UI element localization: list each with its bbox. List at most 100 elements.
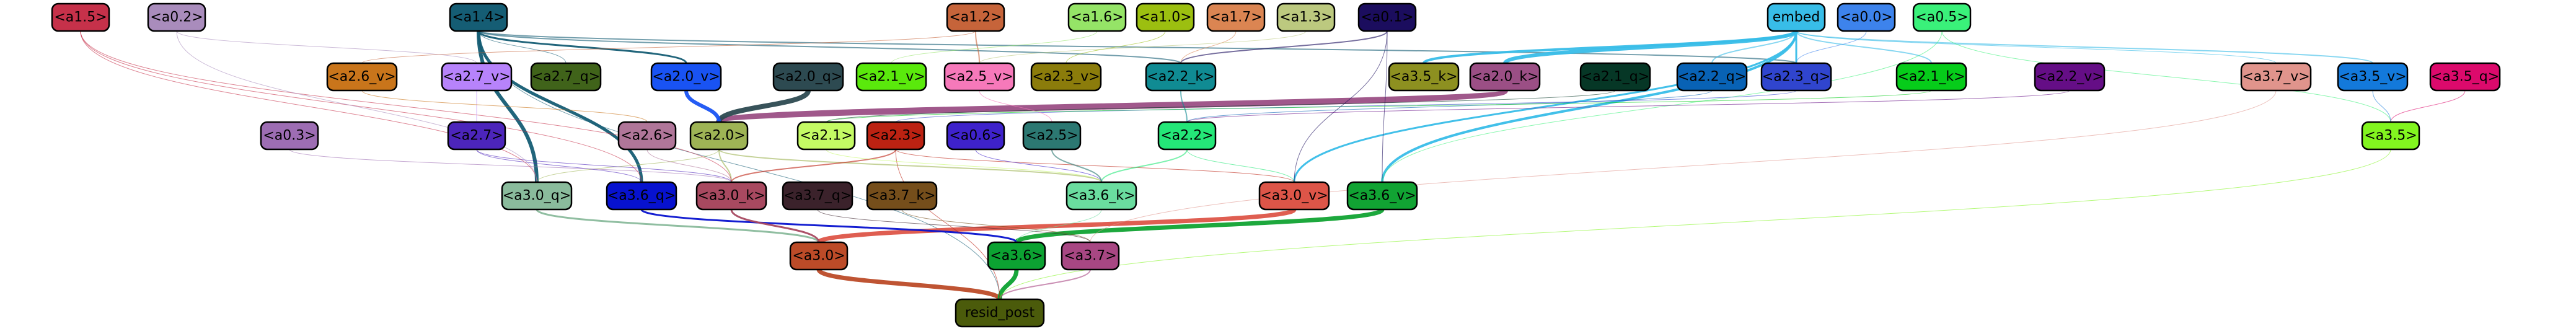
node-a0-1[interactable]: <a0.1>: [1357, 2, 1417, 32]
node-box[interactable]: [1388, 62, 1460, 92]
node-box[interactable]: [866, 121, 925, 151]
node-a3-6[interactable]: <a3.6>: [987, 241, 1046, 271]
node-resid-post[interactable]: resid_post: [955, 298, 1045, 328]
node-box[interactable]: [650, 62, 722, 92]
node-box[interactable]: [1136, 2, 1195, 32]
node-a1-0[interactable]: <a1.0>: [1136, 2, 1195, 32]
node-box[interactable]: [695, 181, 767, 211]
node-a3-6-q[interactable]: <a3.6_q>: [606, 181, 677, 211]
node-box[interactable]: [1676, 62, 1748, 92]
node-a1-3[interactable]: <a1.3>: [1276, 2, 1336, 32]
node-box[interactable]: [1767, 2, 1826, 32]
node-box[interactable]: [782, 181, 854, 211]
node-a2-3-q[interactable]: <a2.3_q>: [1760, 62, 1832, 92]
node-box[interactable]: [955, 298, 1045, 328]
node-a3-7-q[interactable]: <a3.7_q>: [782, 181, 854, 211]
node-a2-7-q[interactable]: <a2.7_q>: [530, 62, 602, 92]
node-embed[interactable]: embed: [1767, 2, 1826, 32]
node-box[interactable]: [987, 241, 1046, 271]
node-box[interactable]: [789, 241, 849, 271]
node-a2-0-k[interactable]: <a2.0_k>: [1469, 62, 1541, 92]
node-a2-5[interactable]: <a2.5>: [1022, 121, 1082, 151]
node-a2-2-k[interactable]: <a2.2_k>: [1145, 62, 1217, 92]
node-a2-6[interactable]: <a2.6>: [617, 121, 677, 151]
node-a2-2-v[interactable]: <a2.2_v>: [2034, 62, 2106, 92]
node-a1-6[interactable]: <a1.6>: [1067, 2, 1127, 32]
node-a2-5-v[interactable]: <a2.5_v>: [943, 62, 1015, 92]
node-a2-2-q[interactable]: <a2.2_q>: [1676, 62, 1748, 92]
node-box[interactable]: [501, 181, 573, 211]
node-a3-6-k[interactable]: <a3.6_k>: [1065, 181, 1137, 211]
node-a3-0-q[interactable]: <a3.0_q>: [501, 181, 573, 211]
node-box[interactable]: [1469, 62, 1541, 92]
node-box[interactable]: [1030, 62, 1102, 92]
node-box[interactable]: [772, 62, 844, 92]
node-box[interactable]: [617, 121, 677, 151]
node-box[interactable]: [147, 2, 206, 32]
node-box[interactable]: [2034, 62, 2106, 92]
node-a3-0-v[interactable]: <a3.0_v>: [1258, 181, 1330, 211]
node-box[interactable]: [866, 181, 938, 211]
node-box[interactable]: [2240, 62, 2312, 92]
node-box[interactable]: [1258, 181, 1330, 211]
node-box[interactable]: [1022, 121, 1082, 151]
node-a3-5-k[interactable]: <a3.5_k>: [1388, 62, 1460, 92]
node-a2-0-v[interactable]: <a2.0_v>: [650, 62, 722, 92]
node-box[interactable]: [326, 62, 398, 92]
node-box[interactable]: [689, 121, 749, 151]
node-box[interactable]: [260, 121, 319, 151]
node-a0-0[interactable]: <a0.0>: [1837, 2, 1896, 32]
node-a3-5-q[interactable]: <a3.5_q>: [2429, 62, 2501, 92]
node-a0-2[interactable]: <a0.2>: [147, 2, 206, 32]
node-box[interactable]: [1145, 62, 1217, 92]
node-box[interactable]: [1346, 181, 1418, 211]
node-box[interactable]: [1760, 62, 1832, 92]
node-a2-1-q[interactable]: <a2.1_q>: [1579, 62, 1651, 92]
node-a3-0-k[interactable]: <a3.0_k>: [695, 181, 767, 211]
node-box[interactable]: [1357, 2, 1417, 32]
node-a1-7[interactable]: <a1.7>: [1206, 2, 1266, 32]
node-a2-3[interactable]: <a2.3>: [866, 121, 925, 151]
node-box[interactable]: [2429, 62, 2501, 92]
node-a2-0-q[interactable]: <a2.0_q>: [772, 62, 844, 92]
node-box[interactable]: [449, 2, 508, 32]
node-a2-1[interactable]: <a2.1>: [796, 121, 856, 151]
node-a0-3[interactable]: <a0.3>: [260, 121, 319, 151]
node-box[interactable]: [946, 121, 1005, 151]
node-a0-6[interactable]: <a0.6>: [946, 121, 1005, 151]
node-a3-7-v[interactable]: <a3.7_v>: [2240, 62, 2312, 92]
node-a3-5-v[interactable]: <a3.5_v>: [2337, 62, 2409, 92]
node-a3-5[interactable]: <a3.5>: [2361, 121, 2420, 151]
node-box[interactable]: [946, 2, 1005, 32]
node-a3-7-k[interactable]: <a3.7_k>: [866, 181, 938, 211]
node-box[interactable]: [1157, 121, 1217, 151]
node-a2-6-v[interactable]: <a2.6_v>: [326, 62, 398, 92]
node-box[interactable]: [2361, 121, 2420, 151]
node-a2-7[interactable]: <a2.7>: [447, 121, 506, 151]
node-box[interactable]: [1065, 181, 1137, 211]
node-a3-7[interactable]: <a3.7>: [1061, 241, 1120, 271]
node-box[interactable]: [1837, 2, 1896, 32]
node-box[interactable]: [1912, 2, 1972, 32]
node-a1-2[interactable]: <a1.2>: [946, 2, 1005, 32]
node-box[interactable]: [2337, 62, 2409, 92]
node-a2-3-v[interactable]: <a2.3_v>: [1030, 62, 1102, 92]
node-a1-5[interactable]: <a1.5>: [51, 2, 110, 32]
node-box[interactable]: [796, 121, 856, 151]
node-a2-1-k[interactable]: <a2.1_k>: [1895, 62, 1967, 92]
node-box[interactable]: [855, 62, 927, 92]
node-a2-2[interactable]: <a2.2>: [1157, 121, 1217, 151]
node-box[interactable]: [51, 2, 110, 32]
node-box[interactable]: [943, 62, 1015, 92]
node-a1-4[interactable]: <a1.4>: [449, 2, 508, 32]
node-box[interactable]: [606, 181, 677, 211]
node-a2-7-v[interactable]: <a2.7_v>: [441, 62, 513, 92]
node-a2-1-v[interactable]: <a2.1_v>: [855, 62, 927, 92]
node-box[interactable]: [530, 62, 602, 92]
node-box[interactable]: [1895, 62, 1967, 92]
node-box[interactable]: [1067, 2, 1127, 32]
node-a3-0[interactable]: <a3.0>: [789, 241, 849, 271]
node-box[interactable]: [1579, 62, 1651, 92]
node-box[interactable]: [1061, 241, 1120, 271]
node-box[interactable]: [447, 121, 506, 151]
